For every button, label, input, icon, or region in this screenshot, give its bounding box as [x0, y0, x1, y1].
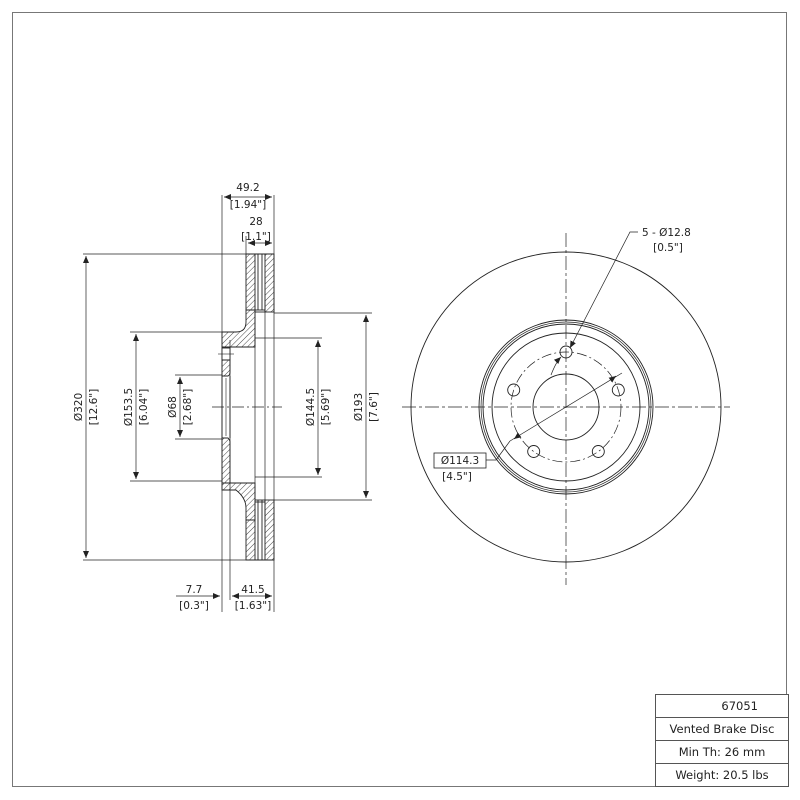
bolt-hole: [527, 445, 541, 458]
hat-inner-diameter-in: [5.69"]: [320, 389, 332, 425]
bolt-circle-mm: Ø114.3: [441, 455, 479, 467]
disc-thickness-mm: 28: [249, 216, 262, 228]
front-view-dimensions: 5 - Ø12.8 [0.5"] Ø114.3 [4.5"]: [441, 227, 691, 483]
hat-face-thickness-in: [0.3"]: [179, 600, 209, 612]
bolt-circle-in: [4.5"]: [442, 471, 472, 483]
hat-face-thickness-mm: 7.7: [186, 584, 203, 596]
bolt-holes: [507, 345, 625, 458]
bolt-hole-size-in: [0.5"]: [653, 242, 683, 254]
section-view-dimensions: 49.2 [1.94"] 28 [1.1"] Ø320 [12.6"] Ø153…: [73, 182, 380, 612]
hat-diameter-mm: Ø153.5: [123, 388, 135, 426]
title-block: 67051 Vented Brake Disc Min Th: 26 mm We…: [655, 694, 789, 787]
drawing-frame: [12, 12, 787, 787]
part-number: 67051: [656, 695, 788, 718]
section-view: [83, 194, 372, 612]
vent-inner-diameter-mm: Ø193: [353, 393, 365, 421]
hat-inner-diameter-mm: Ø144.5: [305, 388, 317, 426]
disc-thickness-in: [1.1"]: [241, 231, 271, 243]
overall-width-mm: 49.2: [236, 182, 259, 194]
weight: Weight: 20.5 lbs: [656, 764, 788, 787]
center-bore-mm: Ø68: [167, 396, 179, 418]
min-thickness: Min Th: 26 mm: [656, 741, 788, 764]
hat-diameter-in: [6.04"]: [138, 389, 150, 425]
part-description: Vented Brake Disc: [656, 718, 788, 741]
bolt-hole: [507, 383, 521, 397]
front-view: [402, 231, 730, 585]
offset-in: [1.63"]: [235, 600, 271, 612]
overall-width-in: [1.94"]: [230, 199, 266, 211]
vent-inner-diameter-in: [7.6"]: [368, 392, 380, 422]
outer-diameter-in: [12.6"]: [88, 389, 100, 425]
bolt-hole: [591, 445, 605, 458]
bolt-hole: [611, 383, 625, 397]
bolt-hole-size-mm: 5 - Ø12.8: [642, 227, 691, 239]
offset-mm: 41.5: [241, 584, 264, 596]
bolt-circle-dim-box: [433, 452, 487, 469]
center-bore-in: [2.68"]: [182, 389, 194, 425]
outer-diameter-mm: Ø320: [73, 393, 85, 421]
